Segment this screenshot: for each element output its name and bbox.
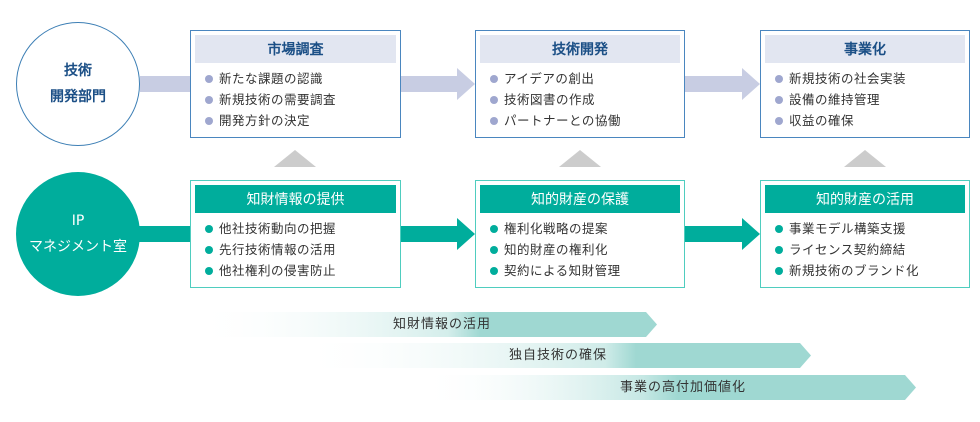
bullet-icon: [775, 95, 783, 104]
up-triangle-icon: [844, 150, 886, 167]
box-item-list: 他社技術動向の把握 先行技術情報の活用 他社権利の侵害防止: [191, 218, 400, 281]
bullet-icon: [775, 224, 783, 233]
bullet-icon: [205, 266, 213, 275]
list-item: 他社権利の侵害防止: [205, 260, 400, 281]
box-item-list: 新たな課題の認識 新規技術の需要調査 開発方針の決定: [191, 68, 400, 131]
list-item: 新たな課題の認識: [205, 68, 400, 89]
ip-box-protection: 知的財産の保護 権利化戦略の提案 知的財産の権利化 契約による知財管理: [475, 180, 685, 288]
arrow-shaft: [685, 76, 742, 92]
box-item-list: 新規技術の社会実装 設備の維持管理 収益の確保: [761, 68, 969, 131]
outcome-arrow-high-value: 事業の高付加価値化: [420, 375, 916, 400]
list-item: 新規技術のブランド化: [775, 260, 969, 281]
outcome-arrow-shape: [420, 375, 916, 400]
tech-dev-dept-circle: 技術 開発部門: [16, 22, 140, 146]
up-triangle-icon: [559, 150, 601, 167]
arrow-right-icon: [457, 218, 475, 250]
box-item-list: アイデアの創出 技術図書の作成 パートナーとの協働: [476, 68, 684, 131]
box-item-list: 事業モデル構築支援 ライセンス契約締結 新規技術のブランド化: [761, 218, 969, 281]
up-triangle-icon: [274, 150, 316, 167]
list-item: 他社技術動向の把握: [205, 218, 400, 239]
arrow-shaft: [401, 226, 457, 242]
bullet-icon: [490, 266, 498, 275]
ip-management-circle: IP マネジメント室: [16, 172, 140, 296]
outcome-arrow-unique-tech: 独自技術の確保: [297, 343, 811, 368]
arrow-shaft: [401, 76, 457, 92]
bullet-icon: [205, 74, 213, 83]
list-item: 開発方針の決定: [205, 110, 400, 131]
list-item: アイデアの創出: [490, 68, 684, 89]
dev-connector: [140, 76, 192, 92]
arrow-right-icon: [742, 218, 760, 250]
outcome-arrow-ip-info-use: 知財情報の活用: [193, 312, 657, 337]
list-item: 設備の維持管理: [775, 89, 969, 110]
outcome-label: 知財情報の活用: [393, 317, 492, 332]
ip-connector: [138, 226, 192, 242]
arrow-right-icon: [457, 68, 475, 100]
list-item: 知的財産の権利化: [490, 239, 684, 260]
list-item: 新規技術の社会実装: [775, 68, 969, 89]
list-item: 技術図書の作成: [490, 89, 684, 110]
box-title: 技術開発: [480, 35, 680, 63]
outcome-label: 事業の高付加価値化: [620, 380, 747, 395]
box-title: 市場調査: [195, 35, 396, 63]
dev-box-tech-development: 技術開発 アイデアの創出 技術図書の作成 パートナーとの協働: [475, 30, 685, 138]
bullet-icon: [205, 224, 213, 233]
ip-arrow-2: [685, 218, 760, 250]
outcome-arrow-shape: [193, 312, 657, 337]
dev-box-market-research: 市場調査 新たな課題の認識 新規技術の需要調査 開発方針の決定: [190, 30, 401, 138]
arrow-shaft: [685, 226, 742, 242]
list-item: 契約による知財管理: [490, 260, 684, 281]
bullet-icon: [490, 245, 498, 254]
list-item: ライセンス契約締結: [775, 239, 969, 260]
bullet-icon: [775, 74, 783, 83]
tech-dev-dept-label-line2: 開発部門: [50, 89, 106, 105]
outcome-arrow-shape: [297, 343, 811, 368]
list-item: 収益の確保: [775, 110, 969, 131]
box-item-list: 権利化戦略の提案 知的財産の権利化 契約による知財管理: [476, 218, 684, 281]
dev-arrow-1: [401, 68, 475, 100]
bullet-icon: [775, 266, 783, 275]
bullet-icon: [490, 224, 498, 233]
bullet-icon: [490, 116, 498, 125]
list-item: 新規技術の需要調査: [205, 89, 400, 110]
ip-arrow-1: [401, 218, 475, 250]
tech-dev-dept-label-line1: 技術: [64, 63, 92, 79]
outcome-label: 独自技術の確保: [509, 348, 608, 363]
bullet-icon: [775, 116, 783, 125]
dev-box-commercialization: 事業化 新規技術の社会実装 設備の維持管理 収益の確保: [760, 30, 970, 138]
bullet-icon: [205, 116, 213, 125]
dev-arrow-2: [685, 68, 760, 100]
box-title: 知的財産の保護: [480, 185, 680, 213]
ip-box-info-provision: 知財情報の提供 他社技術動向の把握 先行技術情報の活用 他社権利の侵害防止: [190, 180, 401, 288]
box-title: 事業化: [765, 35, 965, 63]
list-item: 先行技術情報の活用: [205, 239, 400, 260]
box-title: 知的財産の活用: [765, 185, 965, 213]
bullet-icon: [490, 74, 498, 83]
ip-box-utilization: 知的財産の活用 事業モデル構築支援 ライセンス契約締結 新規技術のブランド化: [760, 180, 970, 288]
bullet-icon: [490, 95, 498, 104]
arrow-right-icon: [742, 68, 760, 100]
box-title: 知財情報の提供: [195, 185, 396, 213]
list-item: パートナーとの協働: [490, 110, 684, 131]
list-item: 事業モデル構築支援: [775, 218, 969, 239]
ip-management-label-line2: マネジメント室: [29, 239, 127, 255]
bullet-icon: [205, 95, 213, 104]
bullet-icon: [775, 245, 783, 254]
bullet-icon: [205, 245, 213, 254]
list-item: 権利化戦略の提案: [490, 218, 684, 239]
ip-management-label-line1: IP: [71, 213, 85, 229]
